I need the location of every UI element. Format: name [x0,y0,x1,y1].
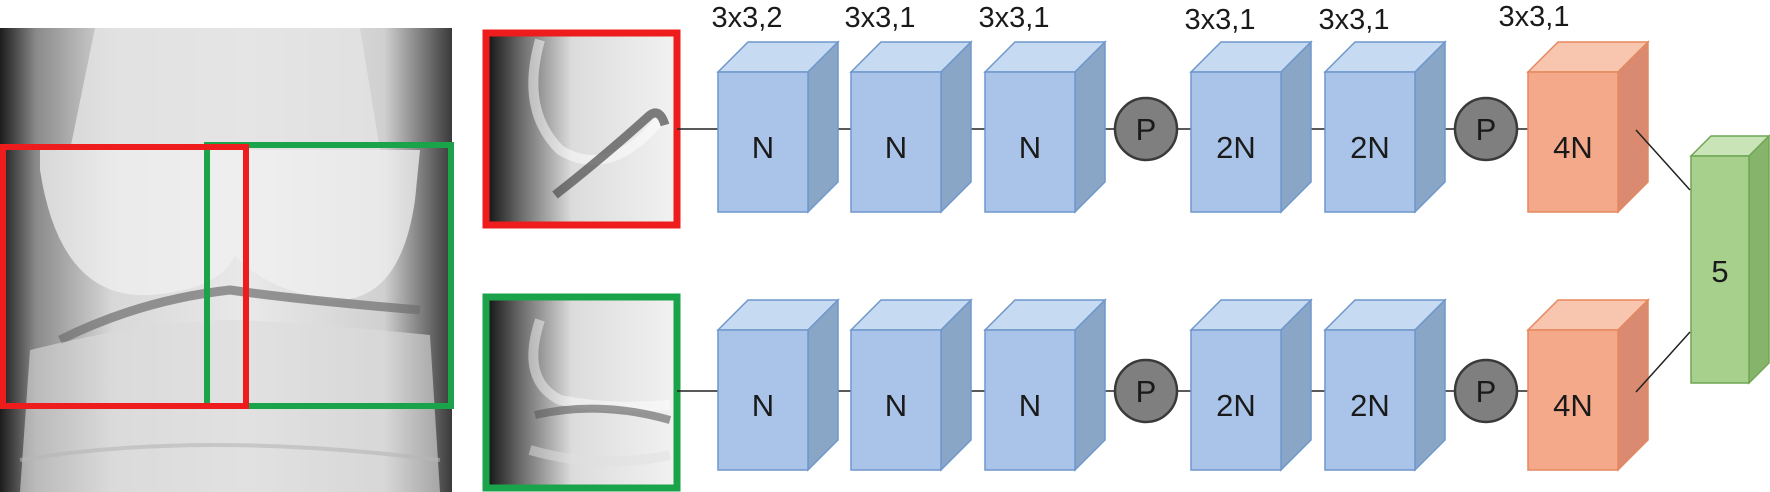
pool-node: P [1113,358,1179,424]
pool-node: P [1113,96,1179,162]
connector-line [1635,129,1691,191]
pool-node: P [1453,358,1519,424]
conv-block: N [983,40,1107,214]
block-side-face [1074,298,1106,472]
kernel-label: 3x3,1 [979,2,1050,34]
kernel-label: 3x3,1 [1499,1,1570,33]
block-front-face [850,71,942,213]
output-block: 5 [1689,134,1770,385]
conv-block: N [849,40,973,214]
block-front-face [984,329,1076,471]
block-front-face [717,71,809,213]
kernel-label: 3x3,2 [712,2,783,34]
pool-circle [1113,358,1179,424]
output-block-side [1748,134,1770,385]
pool-label: P [1136,374,1157,409]
block-side-face [807,298,839,472]
block-label: N [1019,388,1041,423]
top-branch: N N N P 2N 2N P 4N [677,40,1650,214]
right-crop-region-box [204,142,454,409]
block-front-face [1190,71,1282,213]
block-label: N [885,130,907,165]
kernel-labels: 3x3,2 3x3,1 3x3,1 3x3,1 3x3,1 3x3,1 [712,1,1570,36]
block-front-face [1527,71,1619,213]
block-side-face [940,40,972,214]
final-conv-block: 4N [1526,40,1650,214]
block-label: 2N [1350,388,1390,423]
conv-block: N [716,40,840,214]
knee-xray-image [0,28,452,492]
kernel-label: 3x3,1 [1185,4,1256,36]
block-front-face [850,329,942,471]
pool-label: P [1136,112,1157,147]
block-label: N [752,388,774,423]
conv-block: 2N [1323,298,1447,472]
block-side-face [1074,40,1106,214]
block-label: 4N [1553,130,1593,165]
block-front-face [1190,329,1282,471]
block-label: N [752,130,774,165]
kernel-label: 3x3,1 [845,2,916,34]
block-side-face [1617,298,1649,472]
block-front-face [1324,71,1416,213]
block-label: 2N [1216,388,1256,423]
pool-circle [1113,96,1179,162]
block-front-face [717,329,809,471]
conv-block: 2N [1323,40,1447,214]
block-side-face [1414,40,1446,214]
block-front-face [1324,329,1416,471]
output-label: 5 [1711,254,1728,289]
block-side-face [1280,298,1312,472]
pool-label: P [1476,112,1497,147]
final-conv-block: 4N [1526,298,1650,472]
block-side-face [940,298,972,472]
output-block-front [1690,155,1750,384]
block-label: 4N [1553,388,1593,423]
connector-line [1635,331,1691,393]
knee-xray-crop-left [482,29,681,229]
block-side-face [1617,40,1649,214]
block-label: 2N [1216,130,1256,165]
knee-xray-crop-right [482,293,681,492]
conv-block: 2N [1189,298,1313,472]
conv-block: N [983,298,1107,472]
conv-block: N [849,298,973,472]
conv-block: 2N [1189,40,1313,214]
kernel-label: 3x3,1 [1319,4,1390,36]
block-label: N [1019,130,1041,165]
block-label: N [885,388,907,423]
block-side-face [1414,298,1446,472]
block-front-face [984,71,1076,213]
pool-node: P [1453,96,1519,162]
pool-circle [1453,358,1519,424]
pool-circle [1453,96,1519,162]
block-front-face [1527,329,1619,471]
conv-block: N [716,298,840,472]
block-side-face [1280,40,1312,214]
bottom-branch: N N N P 2N 2N P 4N [677,298,1650,472]
left-crop-region-box [0,144,249,409]
pool-label: P [1476,374,1497,409]
block-label: 2N [1350,130,1390,165]
block-side-face [807,40,839,214]
